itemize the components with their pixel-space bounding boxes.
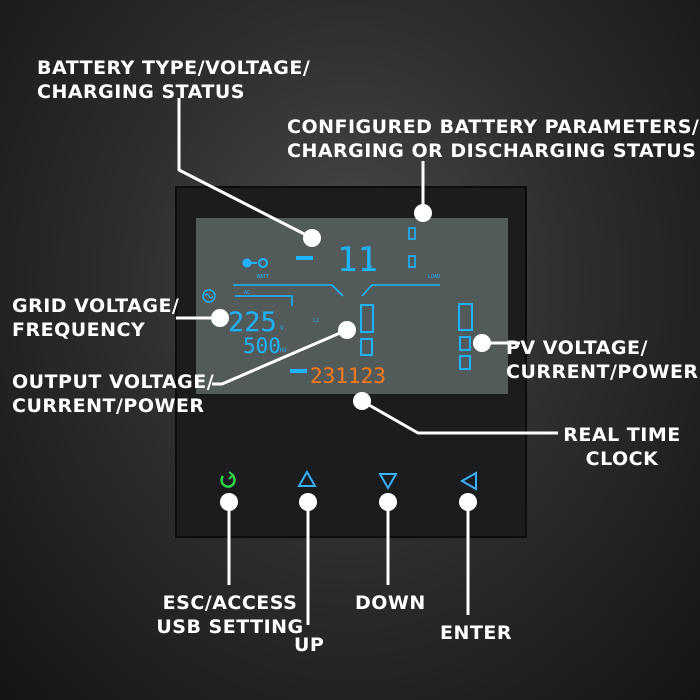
battery-unit: V: [368, 264, 373, 272]
pv-callout-label: PV VOLTAGE/ CURRENT/POWER: [506, 337, 699, 383]
clock-indicator-bar: [290, 369, 307, 373]
clock-callout-label: REAL TIME CLOCK: [563, 424, 681, 470]
output-dot: [338, 321, 356, 339]
grid-frequency-digits: 500: [243, 334, 281, 358]
output-phase-label: L2: [313, 318, 319, 324]
triangle-left-icon: [459, 471, 477, 491]
esc-callout-label: ESC/ACCESS USB SETTING: [156, 592, 304, 638]
battery-icon: [242, 258, 268, 268]
grid-ac-icon: AC: [202, 289, 250, 303]
triangle-up-icon: [297, 469, 317, 487]
pv-dot: [473, 334, 491, 352]
grid-dot: [211, 309, 229, 327]
grid-voltage-digits: 225: [228, 307, 277, 338]
configured-dot: [414, 204, 432, 222]
lcd-screen: [196, 218, 508, 394]
clock-leader-line: [361, 399, 558, 435]
grid-voltage-unit: V: [280, 325, 284, 332]
refresh-icon: [220, 471, 236, 488]
ac-indicator: AC: [244, 290, 250, 296]
grid-frequency-unit: Hz: [280, 347, 288, 354]
grid-callout-label: GRID VOLTAGE/ FREQUENCY: [12, 295, 180, 341]
batt-indicator: BATT: [257, 274, 269, 280]
up-callout-label: UP: [294, 634, 325, 656]
pv-readout-segments: [458, 303, 473, 370]
battery-readout: 11 V BATT LOAD: [257, 240, 440, 280]
configured-callout-label: CONFIGURED BATTERY PARAMETERS/ CHARGING …: [287, 116, 700, 162]
battery-leader-line: [177, 98, 313, 240]
battery-status-bar: [296, 256, 313, 260]
battery-dot: [303, 229, 321, 247]
down-callout-label: DOWN: [355, 592, 426, 614]
esc-button[interactable]: [220, 471, 236, 488]
battery-callout-label: BATTERY TYPE/VOLTAGE/ CHARGING STATUS: [37, 57, 311, 103]
up-button[interactable]: [297, 469, 317, 487]
enter-dot: [459, 493, 477, 511]
energy-flow-lines: [233, 284, 440, 306]
esc-dot: [220, 493, 238, 511]
configured-battery-segments: [408, 227, 416, 268]
output-callout-label: OUTPUT VOLTAGE/ CURRENT/POWER: [12, 371, 215, 417]
down-button[interactable]: [378, 473, 398, 491]
enter-button[interactable]: [459, 471, 477, 491]
enter-callout-label: ENTER: [440, 622, 512, 644]
output-readout-segments: [360, 304, 374, 356]
clock-digits: 231123: [310, 364, 386, 388]
clock-dot: [353, 392, 371, 410]
output-leader-line: [212, 328, 348, 386]
battery-reading: 11: [337, 240, 378, 280]
triangle-down-icon: [378, 473, 398, 491]
up-dot: [299, 493, 317, 511]
down-dot: [379, 493, 397, 511]
load-indicator: LOAD: [428, 274, 440, 280]
